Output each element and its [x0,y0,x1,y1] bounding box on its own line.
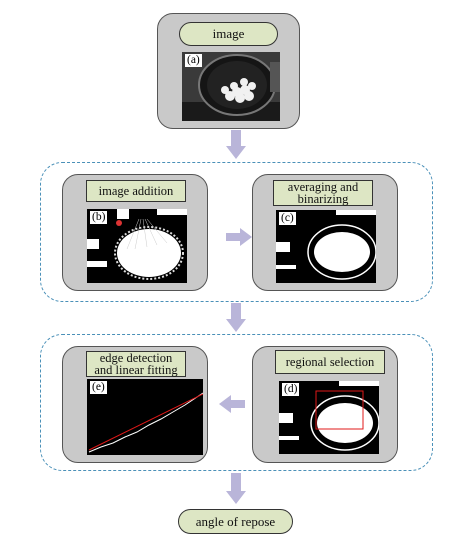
image-e-container: (e) [87,379,203,455]
group-1-border [40,162,433,302]
label-image: image [179,22,278,46]
label-regional-selection: regional selection [275,350,385,374]
image-d-container: (d) [279,381,379,454]
selection-rect [315,390,364,430]
arrow-down-3 [226,473,246,504]
tag-c: (c) [279,212,296,225]
label-averaging: averaging and binarizing [273,180,373,206]
tag-d: (d) [282,383,300,396]
arrow-down-2 [226,303,246,332]
tag-e: (e) [90,381,107,394]
group-2-border [40,334,433,471]
label-angle-of-repose: angle of repose [178,509,293,534]
arrow-left-1 [219,395,245,413]
tag-a: (a) [185,54,202,67]
image-c-container: (c) [276,210,376,283]
arrow-down-1 [226,130,246,159]
photo-container: (a) [182,52,280,121]
label-image-addition: image addition [86,180,186,202]
label-edge-detection: edge detection and linear fitting [86,351,186,377]
arrow-right-1 [226,228,252,246]
tag-b: (b) [90,211,108,224]
image-b-container: (b) [87,209,187,283]
image-d-container-image [279,381,379,454]
